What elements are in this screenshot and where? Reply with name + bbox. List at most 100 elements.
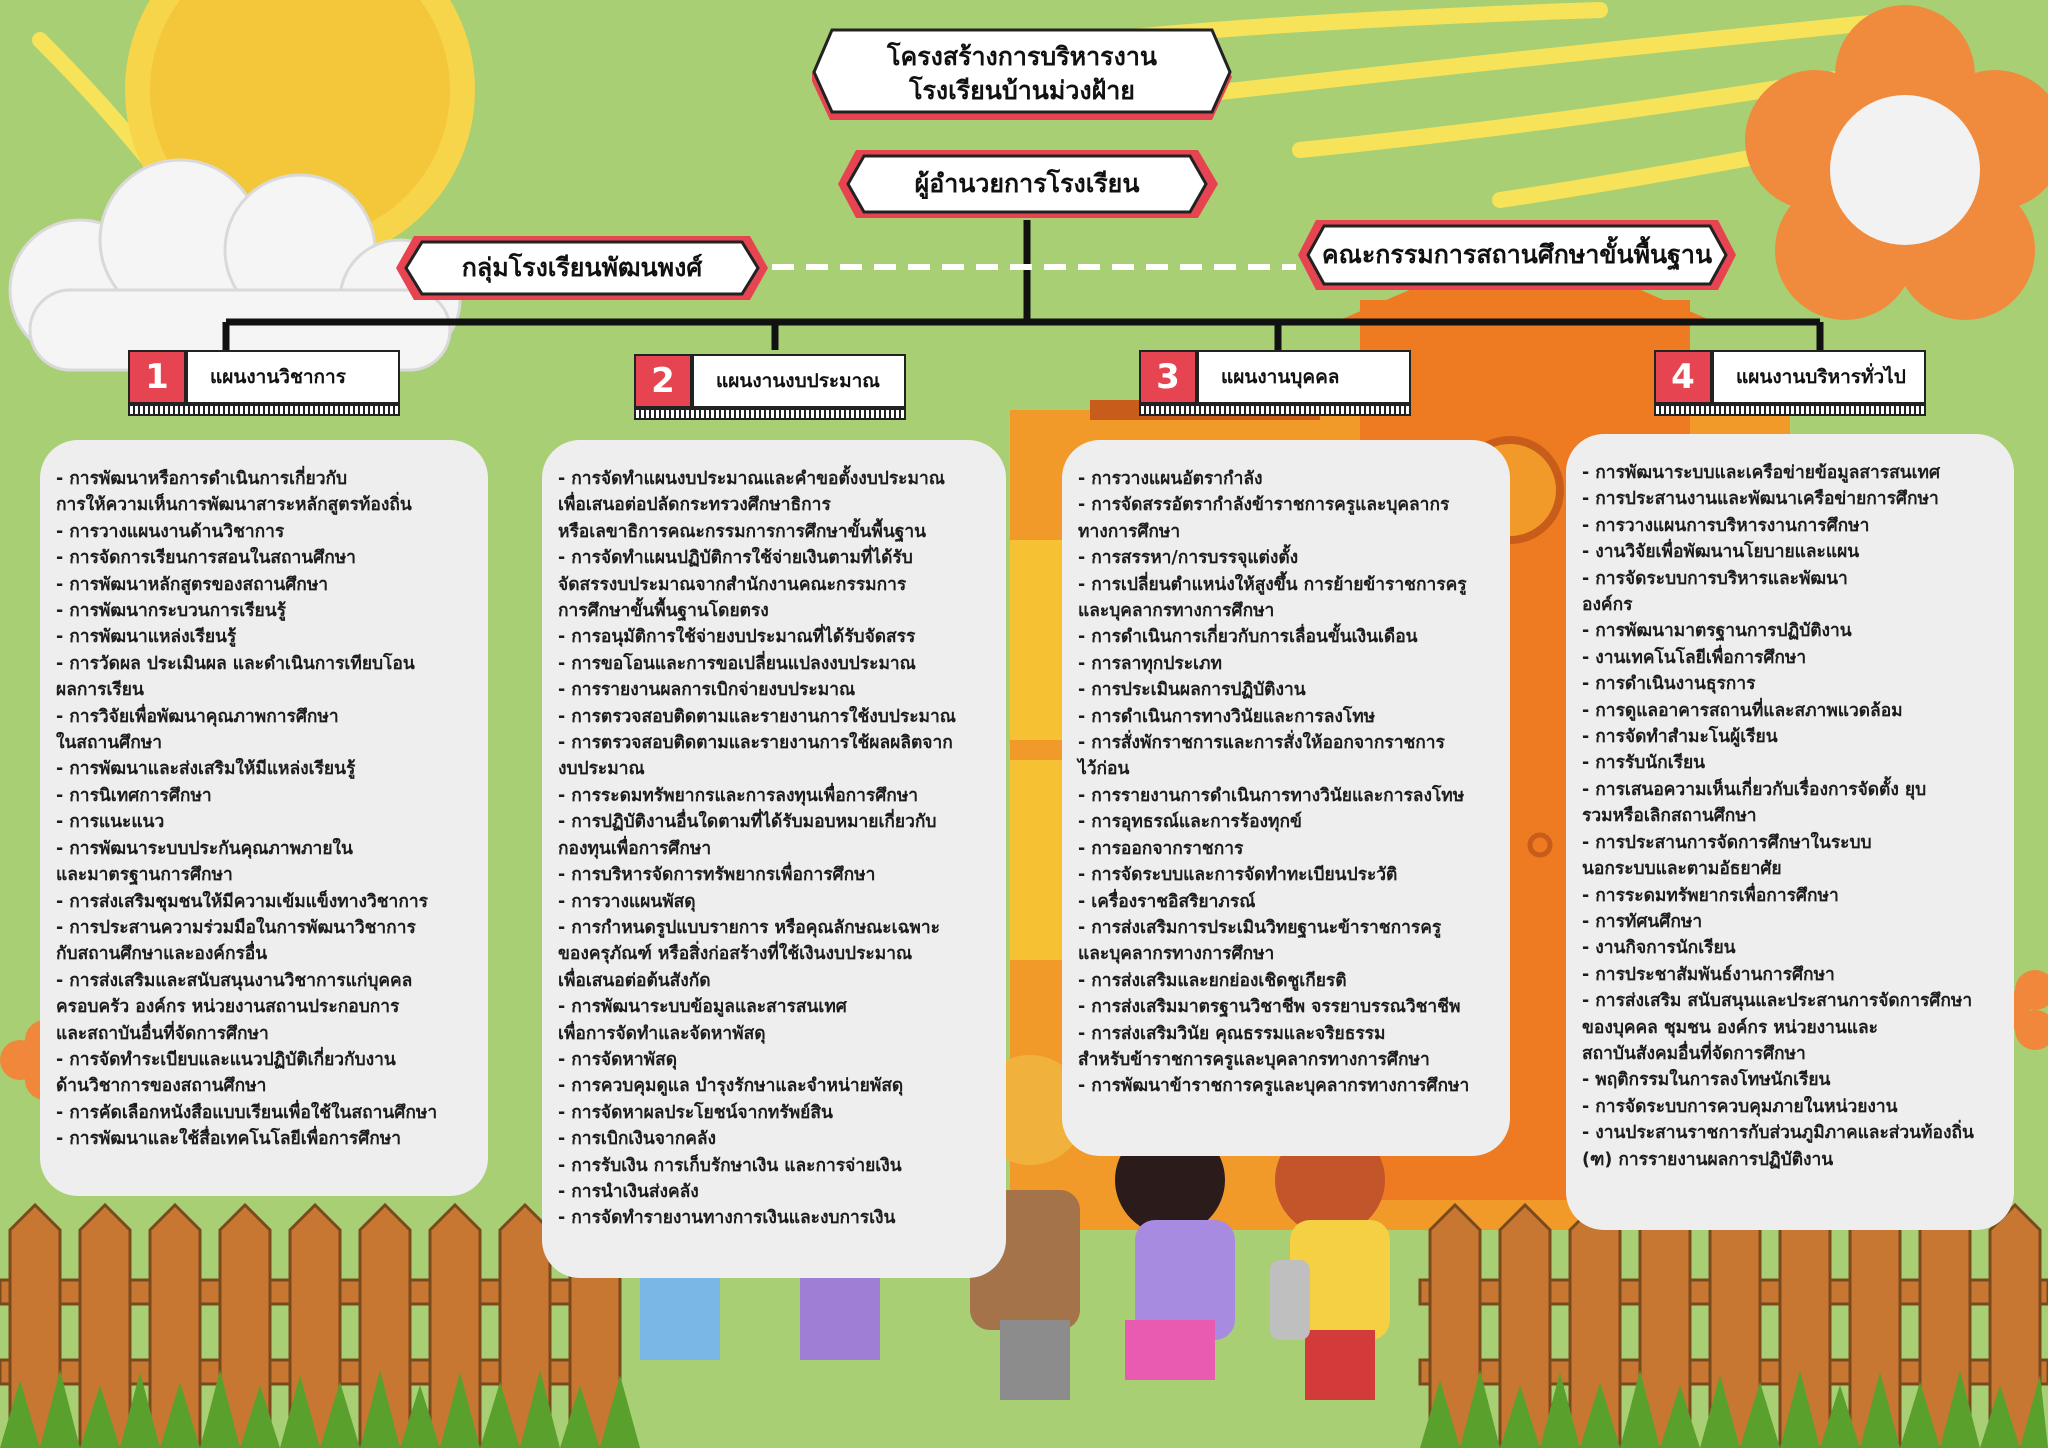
list-item: - การจัดทำแผนปฏิบัติการใช้จ่ายเงินตามที่… — [558, 548, 913, 622]
school-group-frame — [396, 236, 768, 300]
list-item: - การตรวจสอบติดตามและรายงานการใช้ผลผลิตจ… — [558, 733, 953, 780]
list-item: - การพัฒนาหรือการดำเนินการเกี่ยวกับ การใ… — [56, 469, 412, 516]
plan-2-panel: - การจัดทำแผนงบประมาณและคำขอตั้งงบประมาณ… — [542, 440, 1006, 1278]
committee-frame — [1298, 220, 1736, 290]
list-item: - การเสนอความเห็นเกี่ยวกับเรื่องการจัดตั… — [1582, 779, 1927, 827]
director-box: ผู้อำนวยการโรงเรียน — [832, 146, 1222, 222]
flower-icon — [1745, 5, 2048, 320]
list-item: - การควบคุมดูแล บำรุงรักษาและจำหน่ายพัสด… — [558, 1076, 904, 1097]
plan-4-stripe — [1654, 404, 1926, 416]
list-item: - การประเมินผลการปฏิบัติงาน — [1078, 680, 1306, 701]
plan-1-label: แผนงานวิชาการ — [186, 350, 400, 404]
plan-1-panel: - การพัฒนาหรือการดำเนินการเกี่ยวกับ การใ… — [40, 440, 488, 1196]
list-item: - การส่งเสริมและยกย่องเชิดชูเกียรติ — [1078, 970, 1347, 991]
list-item: - การจัดหาพัสดุ — [558, 1049, 677, 1070]
list-item: - การพัฒนากระบวนการเรียนรู้ — [56, 601, 286, 622]
list-item: - การคัดเลือกหนังสือแบบเรียนเพื่อใช้ในสถ… — [56, 1102, 438, 1123]
plan-3-list: - การวางแผนอัตรากำลัง - การจัดสรรอัตรากำล… — [1078, 466, 1500, 1100]
list-item: - การประสานการจัดการศึกษาในระบบ นอกระบบแ… — [1582, 832, 1872, 880]
plan-3-number: 3 — [1139, 350, 1197, 404]
plan-2-list: - การจัดทำแผนงบประมาณและคำขอตั้งงบประมาณ… — [558, 466, 996, 1232]
plan-3-header: 3 แผนงานบุคคล — [1139, 350, 1411, 416]
list-item: - การขอโอนและการขอเปลี่ยนแปลงงบประมาณ — [558, 653, 916, 674]
list-item: - เครื่องราชอิสริยาภรณ์ — [1078, 891, 1256, 912]
plan-3-stripe — [1139, 404, 1411, 416]
plan-1-stripe — [128, 404, 400, 416]
list-item: - การจัดทำระเบียบและแนวปฏิบัติเกี่ยวกับง… — [56, 1049, 396, 1097]
title-line-1: โครงสร้างการบริหารงาน — [887, 42, 1157, 72]
list-item: - การเบิกเงินจากคลัง — [558, 1129, 717, 1150]
list-item: - การส่งเสริมมาตรฐานวิชาชีพ จรรยาบรรณวิช… — [1078, 997, 1461, 1018]
school-group-label: กลุ่มโรงเรียนพัฒนพงศ์ — [461, 253, 703, 283]
list-item: - การวางแผนพัสดุ — [558, 891, 696, 912]
list-item: - การประชาสัมพันธ์งานการศึกษา — [1582, 964, 1835, 985]
list-item: - การเปลี่ยนตำแหน่งให้สูงขึ้น การย้ายข้า… — [1078, 574, 1467, 622]
list-item: - งานเทคโนโลยีเพื่อการศึกษา — [1582, 647, 1807, 668]
list-item: - การจัดการเรียนการสอนในสถานศึกษา — [56, 548, 356, 569]
list-item: - การระดมทรัพยากรและการลงทุนเพื่อการศึกษ… — [558, 785, 919, 806]
list-item: - การรับนักเรียน — [1582, 753, 1706, 774]
list-item: - การวิจัยเพื่อพัฒนาคุณภาพการศึกษา ในสถา… — [56, 706, 339, 754]
list-item: - การทัศนศึกษา — [1582, 911, 1703, 932]
list-item: - การกำหนดรูปแบบรายการ หรือคุณลักษณะเฉพา… — [558, 917, 940, 991]
list-item: - การอนุมัติการใช้จ่ายงบประมาณที่ได้รับจ… — [558, 627, 916, 648]
list-item: - พฤติกรรมในการลงโทษนักเรียน — [1582, 1070, 1831, 1091]
list-item: - การพัฒนาระบบและเครือข่ายข้อมูลสารสนเทศ — [1582, 463, 1941, 483]
list-item: - การจัดทำสำมะโนผู้เรียน — [1582, 727, 1778, 748]
list-item: - การออกจากราชการ — [1078, 838, 1244, 859]
list-item: - การแนะแนว — [56, 812, 165, 833]
title-frame — [812, 28, 1232, 120]
school-group-box: กลุ่มโรงเรียนพัฒนพงศ์ — [392, 232, 772, 304]
list-item: - การนิเทศการศึกษา — [56, 785, 212, 806]
list-item: - การสั่งพักราชการและการสั่งให้ออกจากราช… — [1078, 733, 1445, 780]
list-item: - การดูแลอาคารสถานที่และสภาพแวดล้อม — [1582, 700, 1903, 721]
list-item: - การจัดทำรายงานทางการเงินและงบการเงิน — [558, 1208, 896, 1229]
list-item: - การรับเงิน การเก็บรักษาเงิน และการจ่าย… — [558, 1155, 902, 1176]
list-item: - การบริหารจัดการทรัพยากรเพื่อการศึกษา — [558, 865, 876, 886]
list-item: - การวางแผนงานด้านวิชาการ — [56, 521, 285, 542]
list-item: - การประสานความร่วมมือในการพัฒนาวิชาการ … — [56, 917, 416, 965]
director-label: ผู้อำนวยการโรงเรียน — [914, 169, 1140, 199]
list-item: - งานประสานราชการกับส่วนภูมิภาคและส่วนท้… — [1582, 1123, 1974, 1170]
list-item: - การพัฒนาหลักสูตรของสถานศึกษา — [56, 574, 329, 595]
list-item: - การส่งเสริมวินัย คุณธรรมและจริยธรรม สำ… — [1078, 1023, 1430, 1070]
list-item: - การประสานงานและพัฒนาเครือข่ายการศึกษา — [1582, 489, 1939, 510]
list-item: - การวางแผนอัตรากำลัง — [1078, 469, 1263, 489]
list-item: - การส่งเสริมการประเมินวิทยฐานะข้าราชการ… — [1078, 917, 1442, 965]
plan-3-panel: - การวางแผนอัตรากำลัง - การจัดสรรอัตรากำล… — [1062, 440, 1510, 1156]
list-item: - การวางแผนการบริหารงานการศึกษา — [1582, 515, 1870, 536]
plan-1-header: 1 แผนงานวิชาการ — [128, 350, 400, 416]
list-item: - การพัฒนาแหล่งเรียนรู้ — [56, 627, 237, 648]
plan-1-number: 1 — [128, 350, 186, 404]
plan-2-header: 2 แผนงานงบประมาณ — [634, 354, 906, 420]
list-item: - การวัดผล ประเมินผล และดำเนินการเทียบโอ… — [56, 653, 415, 701]
plan-1-list: - การพัฒนาหรือการดำเนินการเกี่ยวกับ การใ… — [56, 466, 478, 1153]
list-item: - การอุทธรณ์และการร้องทุกข์ — [1078, 812, 1302, 833]
list-item: - การนำเงินส่งคลัง — [558, 1181, 699, 1202]
title-line-2: โรงเรียนบ้านม่วงฝ้าย — [909, 76, 1135, 105]
grass — [0, 1370, 2048, 1448]
plan-2-label: แผนงานงบประมาณ — [692, 354, 906, 408]
plan-4-panel: - การพัฒนาระบบและเครือข่ายข้อมูลสารสนเทศ… — [1566, 434, 2014, 1230]
list-item: - การพัฒนาข้าราชการครูและบุคลากรทางการศึ… — [1078, 1076, 1470, 1097]
list-item: - การจัดสรรอัตรากำลังข้าราชการครูและบุคล… — [1078, 495, 1450, 542]
plan-4-list: - การพัฒนาระบบและเครือข่ายข้อมูลสารสนเทศ… — [1582, 460, 2004, 1173]
list-item: - การจัดระบบการบริหารและพัฒนา องค์กร — [1582, 568, 1848, 616]
list-item: - การส่งเสริมชุมชนให้มีความเข้มแข็งทางวิ… — [56, 891, 428, 912]
director-frame — [838, 150, 1218, 218]
list-item: - การพัฒนาระบบประกันคุณภาพภายใน และมาตรฐ… — [56, 838, 353, 886]
list-item: - การระดมทรัพยากรเพื่อการศึกษา — [1582, 885, 1839, 906]
list-item: - การจัดระบบและการจัดทำทะเบียนประวัติ — [1078, 865, 1398, 886]
list-item: - การจัดทำแผนงบประมาณและคำขอตั้งงบประมาณ… — [558, 469, 945, 542]
list-item: - การพัฒนาและใช้สื่อเทคโนโลยีเพื่อการศึก… — [56, 1129, 402, 1150]
list-item: - การดำเนินการทางวินัยและการลงโทษ — [1078, 706, 1376, 727]
list-item: - การปฏิบัติงานอื่นใดตามที่ได้รับมอบหมาย… — [558, 812, 937, 859]
committee-label: คณะกรรมการสถานศึกษาขั้นพื้นฐาน — [1321, 240, 1713, 270]
list-item: - การดำเนินการเกี่ยวกับการเลื่อนขั้นเงิน… — [1078, 627, 1418, 648]
list-item: - การส่งเสริม สนับสนุนและประสานการจัดการ… — [1582, 991, 1973, 1064]
list-item: - การรายงานผลการเบิกจ่ายงบประมาณ — [558, 680, 856, 701]
plan-4-header: 4 แผนงานบริหารทั่วไป — [1654, 350, 1926, 416]
list-item: - การส่งเสริมและสนับสนุนงานวิชาการแก่บุค… — [56, 970, 413, 1044]
org-connectors — [222, 220, 1824, 350]
list-item: - งานวิจัยเพื่อพัฒนานโยบายและแผน — [1582, 542, 1860, 563]
